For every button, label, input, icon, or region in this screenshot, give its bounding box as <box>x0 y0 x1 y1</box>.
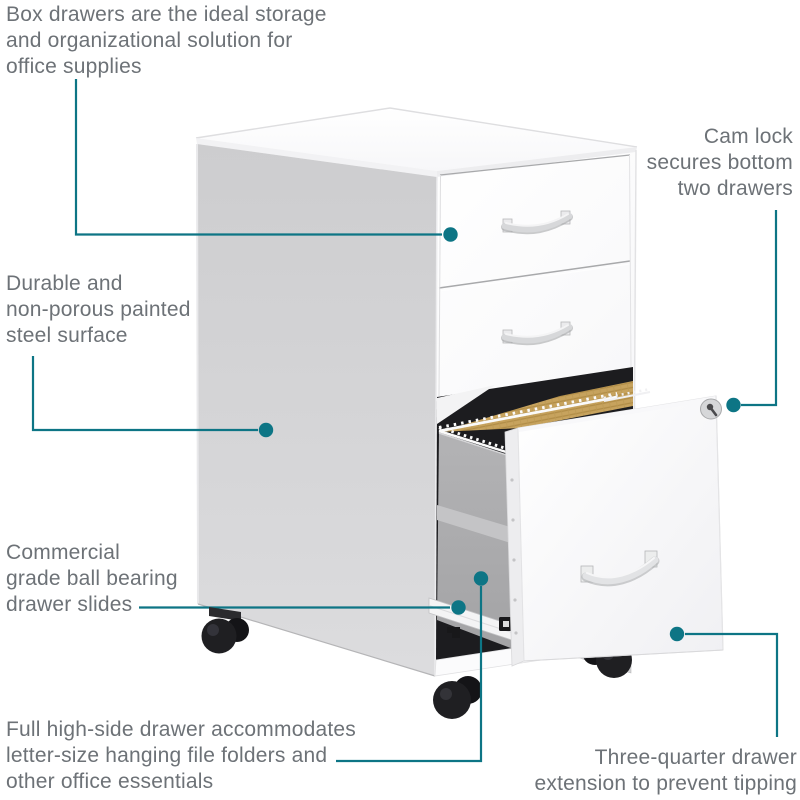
callout-line-box-drawers <box>74 79 442 236</box>
cabinet-side-panel <box>196 143 437 677</box>
cam-lock <box>700 398 722 420</box>
file-drawer-front <box>504 395 724 667</box>
callout-dots <box>258 227 741 642</box>
box-drawer-2-handle <box>501 321 573 346</box>
callout-lines <box>31 79 779 763</box>
drawer1-top-seam <box>439 154 631 176</box>
file-drawer-handle <box>580 550 660 587</box>
callout-label-box-drawers: Box drawers are the ideal storage and or… <box>6 3 327 78</box>
hanging-file-folders <box>438 381 651 458</box>
drawer-divider <box>438 260 631 289</box>
callout-dot-drawer-extension <box>669 626 685 642</box>
callout-dot-drawer-slides <box>451 600 466 615</box>
caster-front-left <box>433 676 482 719</box>
callout-line-drawer-extension <box>685 632 779 737</box>
callout-label-steel-surface: Durable and non-porous painted steel sur… <box>6 272 191 347</box>
callout-line-cam-lock <box>741 210 778 407</box>
callout-dot-box-drawers <box>443 227 458 242</box>
top-side-edge <box>196 138 437 177</box>
callout-label-cam-lock: Cam lock secures bottom two drawers <box>646 125 793 200</box>
bay-interior-wall <box>437 385 495 424</box>
slide-bracket <box>447 627 460 638</box>
box-drawer-1-handle <box>501 210 573 235</box>
callout-dot-steel-surface <box>258 422 274 438</box>
callout-line-high-side-drawer <box>336 586 483 763</box>
caster-rear-left <box>201 607 249 654</box>
callout-label-drawer-extension: Three-quarter drawer extension to preven… <box>534 746 797 795</box>
callout-dot-high-side-drawer <box>473 571 489 586</box>
callout-line-steel-surface <box>31 356 258 432</box>
callout-label-high-side-drawer: Full high-side drawer accommodates lette… <box>6 718 356 793</box>
callout-label-drawer-slides: Commercial grade ball bearing drawer sli… <box>6 541 178 616</box>
cabinet-top <box>195 107 638 177</box>
callout-dot-cam-lock <box>726 397 741 413</box>
